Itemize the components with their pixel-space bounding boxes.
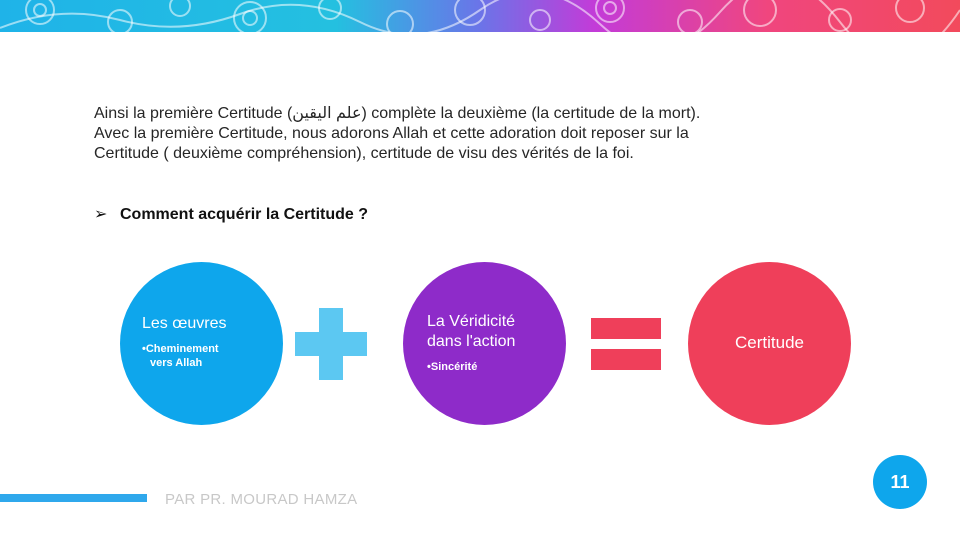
banner-graphic	[0, 0, 960, 32]
equals-icon	[591, 318, 661, 339]
decorative-banner	[0, 0, 960, 32]
bullet-question: ➢ Comment acquérir la Certitude ?	[94, 204, 368, 224]
footer-accent-bar	[0, 494, 147, 502]
page-number-badge: 11	[873, 455, 927, 509]
circle-certitude: Certitude	[688, 262, 851, 425]
paragraph-line: Avec la première Certitude, nous adorons…	[94, 125, 689, 142]
circle-title-line: La Véridicité	[427, 313, 516, 330]
circle-title-line: dans l'action	[427, 333, 516, 350]
subtitle-line: •Cheminement	[142, 343, 219, 355]
equals-icon-bar	[591, 349, 661, 370]
circle-les-oeuvres: Les œuvres •Cheminement vers Allah	[120, 262, 283, 425]
circle-veridicite: La Véridicité dans l'action •Sincérité	[403, 262, 566, 425]
footer-author: PAR PR. MOURAD HAMZA	[165, 491, 358, 508]
paragraph-line: Certitude ( deuxième compréhension), cer…	[94, 145, 634, 162]
arrow-bullet-icon: ➢	[94, 206, 108, 223]
circle-title: Certitude	[735, 333, 804, 352]
circle-subtitle: •Sincérité	[427, 361, 478, 373]
plus-icon-bar	[295, 332, 367, 356]
intro-paragraph: Ainsi la première Certitude (علم اليقين)…	[94, 104, 874, 164]
paragraph-line: Ainsi la première Certitude (علم اليقين)…	[94, 105, 701, 122]
circle-title: Les œuvres	[142, 315, 227, 332]
subtitle-line: vers Allah	[150, 357, 203, 369]
bullet-text: Comment acquérir la Certitude ?	[120, 206, 369, 223]
circle-subtitle: •Cheminement vers Allah	[142, 342, 283, 370]
